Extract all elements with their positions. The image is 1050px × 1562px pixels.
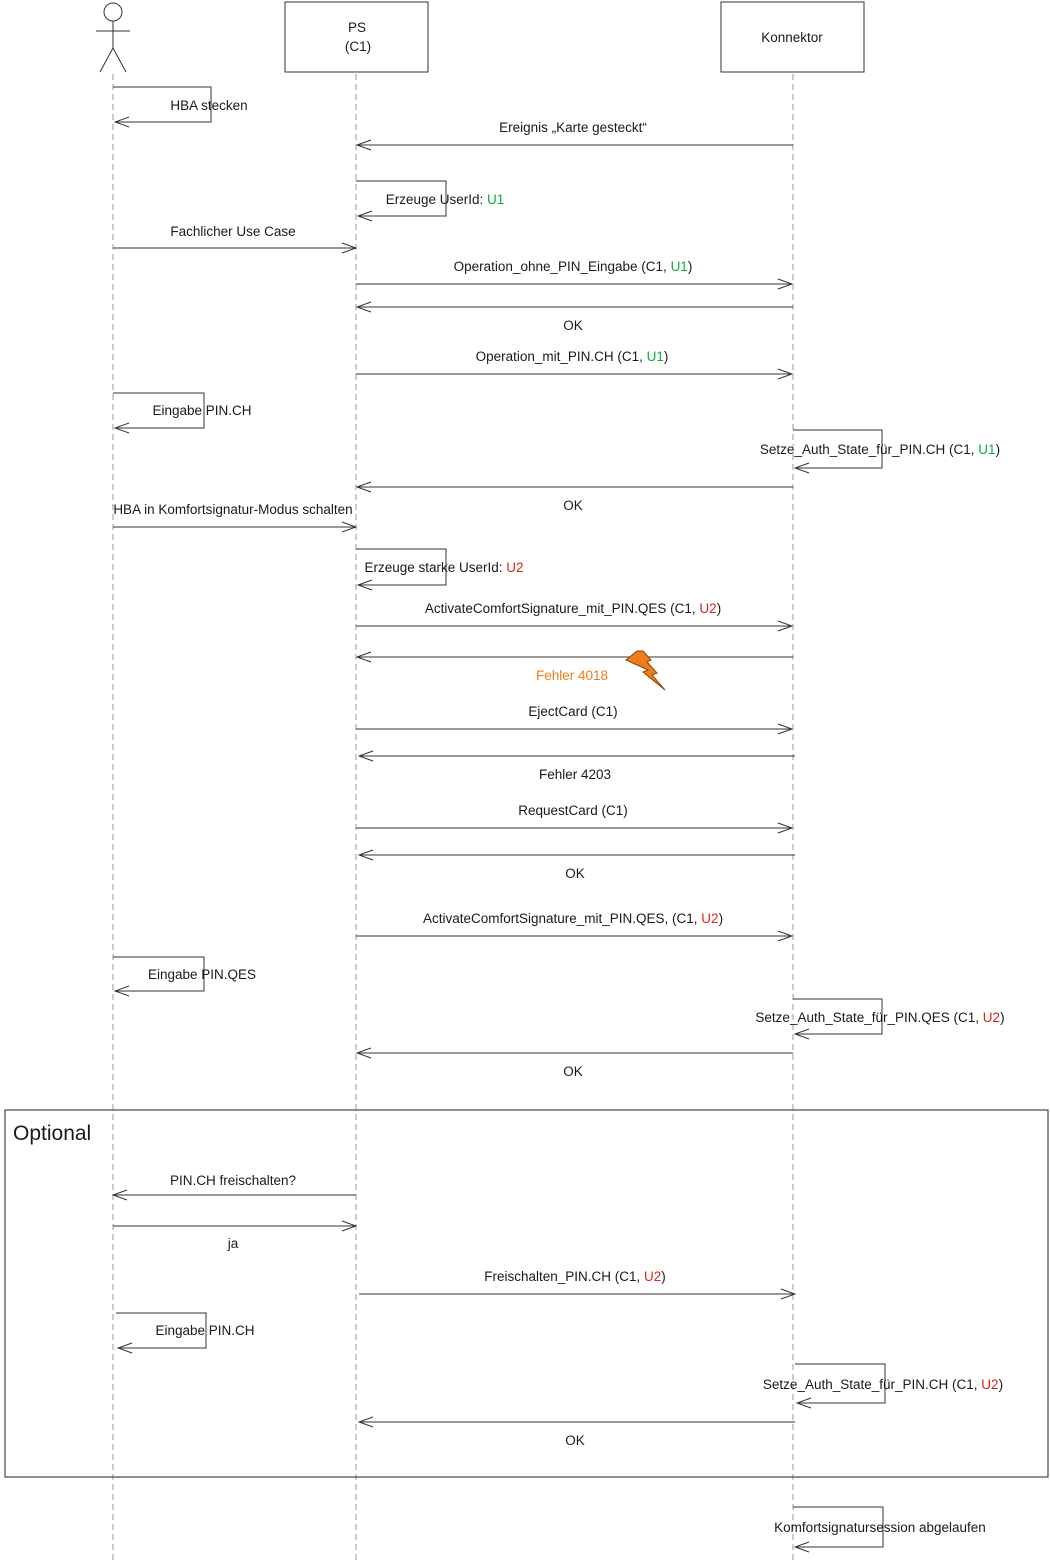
message-labels: HBA stecken Ereignis „Karte gesteckt“ Er… <box>113 98 1004 1535</box>
message-text: Eingabe PIN.CH <box>155 1323 254 1338</box>
self-arrow-eingabe-pin-qes <box>113 956 205 991</box>
message-text: Komfortsignatursession abgelaufen <box>774 1520 986 1535</box>
message-label: Ereignis „Karte gesteckt“ <box>499 120 647 135</box>
self-arrow-setze-auth-pin-ch-u1 <box>793 429 883 468</box>
message-text: Eingabe PIN.QES <box>148 967 256 982</box>
self-arrow-setze-auth-pin-qes-u2 <box>793 998 883 1034</box>
actor-user <box>96 2 130 73</box>
message-label: Eingabe PIN.CH <box>155 1323 254 1338</box>
message-text: Ereignis „Karte gesteckt“ <box>499 120 647 135</box>
self-arrow-setze-auth-pin-ch-u2 <box>795 1363 886 1403</box>
message-text: ActivateComfortSignature_mit_PIN.QES, (C… <box>423 911 701 926</box>
message-label: Erzeuge UserId: U1 <box>386 192 505 207</box>
message-label: Erzeuge starke UserId: U2 <box>364 560 523 575</box>
message-label: ActivateComfortSignature_mit_PIN.QES (C1… <box>425 601 721 616</box>
message-text: EjectCard (C1) <box>528 704 617 719</box>
optional-frame-label: Optional <box>13 1122 91 1145</box>
lightning-error-icon <box>625 650 666 691</box>
message-label: EjectCard (C1) <box>528 704 617 719</box>
message-text: OK <box>565 866 585 881</box>
highlighted-id: U2 <box>981 1377 998 1392</box>
message-label: HBA in Komfortsignatur-Modus schalten <box>113 502 352 517</box>
message-text: ja <box>227 1236 239 1251</box>
message-label: HBA stecken <box>170 98 247 113</box>
self-arrow-eingabe-pin-ch <box>113 392 205 428</box>
participant-ps: PS (C1) <box>284 1 429 73</box>
message-text: OK <box>563 1064 583 1079</box>
highlighted-id: U1 <box>487 192 504 207</box>
message-text: Operation_ohne_PIN_Eingabe (C1, <box>454 259 671 274</box>
highlighted-id: U2 <box>983 1010 1000 1025</box>
message-text: ) <box>661 1269 666 1284</box>
message-label: OK <box>563 318 583 333</box>
message-text: ) <box>1000 1010 1005 1025</box>
message-label: RequestCard (C1) <box>518 803 628 818</box>
message-text: HBA stecken <box>170 98 247 113</box>
message-text: HBA in Komfortsignatur-Modus schalten <box>113 502 352 517</box>
message-label: Eingabe PIN.QES <box>148 967 256 982</box>
message-label: Setze_Auth_State_für_PIN.CH (C1, U2) <box>763 1377 1003 1392</box>
message-text: ) <box>999 1377 1004 1392</box>
message-label: Komfortsignatursession abgelaufen <box>774 1520 986 1535</box>
message-label: OK <box>565 866 585 881</box>
self-arrow-hba-stecken <box>113 86 212 122</box>
self-arrow-erzeuge-userid-u1 <box>356 180 447 216</box>
message-text: Eingabe PIN.CH <box>152 403 251 418</box>
message-label: Setze_Auth_State_für_PIN.QES (C1, U2) <box>755 1010 1004 1025</box>
message-label: Fachlicher Use Case <box>170 224 295 239</box>
highlighted-id: Fehler 4018 <box>536 668 608 683</box>
message-text: ) <box>717 601 722 616</box>
message-label: Operation_mit_PIN.CH (C1, U1) <box>476 349 669 364</box>
message-label: PIN.CH freischalten? <box>170 1173 296 1188</box>
message-text: PIN.CH freischalten? <box>170 1173 296 1188</box>
message-text: ActivateComfortSignature_mit_PIN.QES (C1… <box>425 601 700 616</box>
message-label: Eingabe PIN.CH <box>152 403 251 418</box>
message-label: Freischalten_PIN.CH (C1, U2) <box>484 1269 666 1284</box>
message-text: RequestCard (C1) <box>518 803 628 818</box>
highlighted-id: U2 <box>699 601 716 616</box>
message-label: OK <box>563 1064 583 1079</box>
highlighted-id: U1 <box>978 442 995 457</box>
participant-konnektor-name: Konnektor <box>761 30 823 45</box>
self-arrow-eingabe-pin-ch-optional <box>116 1312 207 1348</box>
participant-ps-context: (C1) <box>345 39 371 54</box>
message-label: Setze_Auth_State_für_PIN.CH (C1, U1) <box>760 442 1000 457</box>
message-label: Fehler 4018 <box>536 668 608 683</box>
message-label: Fehler 4203 <box>539 767 611 782</box>
message-label: Operation_ohne_PIN_Eingabe (C1, U1) <box>454 259 693 274</box>
highlighted-id: U1 <box>647 349 664 364</box>
message-text: Setze_Auth_State_für_PIN.CH (C1, <box>760 442 978 457</box>
optional-frame: Optional <box>4 1109 1049 1478</box>
message-text: Operation_mit_PIN.CH (C1, <box>476 349 647 364</box>
message-text: Fehler 4203 <box>539 767 611 782</box>
message-label: OK <box>563 498 583 513</box>
self-arrow-komfortsignatursession <box>793 1506 884 1547</box>
message-text: OK <box>563 498 583 513</box>
highlighted-id: U2 <box>701 911 718 926</box>
message-text: Setze_Auth_State_für_PIN.QES (C1, <box>755 1010 982 1025</box>
message-text: OK <box>563 318 583 333</box>
message-text: Erzeuge starke UserId: <box>364 560 506 575</box>
message-text: OK <box>565 1433 585 1448</box>
message-text: ) <box>664 349 669 364</box>
highlighted-id: U2 <box>644 1269 661 1284</box>
highlighted-id: U1 <box>671 259 688 274</box>
highlighted-id: U2 <box>506 560 523 575</box>
message-text: Setze_Auth_State_für_PIN.CH (C1, <box>763 1377 981 1392</box>
participant-ps-name: PS <box>348 20 366 35</box>
message-label: OK <box>565 1433 585 1448</box>
message-text: ) <box>688 259 693 274</box>
message-text: Freischalten_PIN.CH (C1, <box>484 1269 644 1284</box>
message-text: Fachlicher Use Case <box>170 224 295 239</box>
message-label: ja <box>227 1236 239 1251</box>
message-text: ) <box>996 442 1001 457</box>
message-text: ) <box>719 911 724 926</box>
participant-konnektor: Konnektor <box>720 1 865 73</box>
message-text: Erzeuge UserId: <box>386 192 487 207</box>
message-arrows <box>113 86 886 1547</box>
message-label: ActivateComfortSignature_mit_PIN.QES, (C… <box>423 911 723 926</box>
self-arrow-erzeuge-starke-userid-u2 <box>356 548 447 585</box>
